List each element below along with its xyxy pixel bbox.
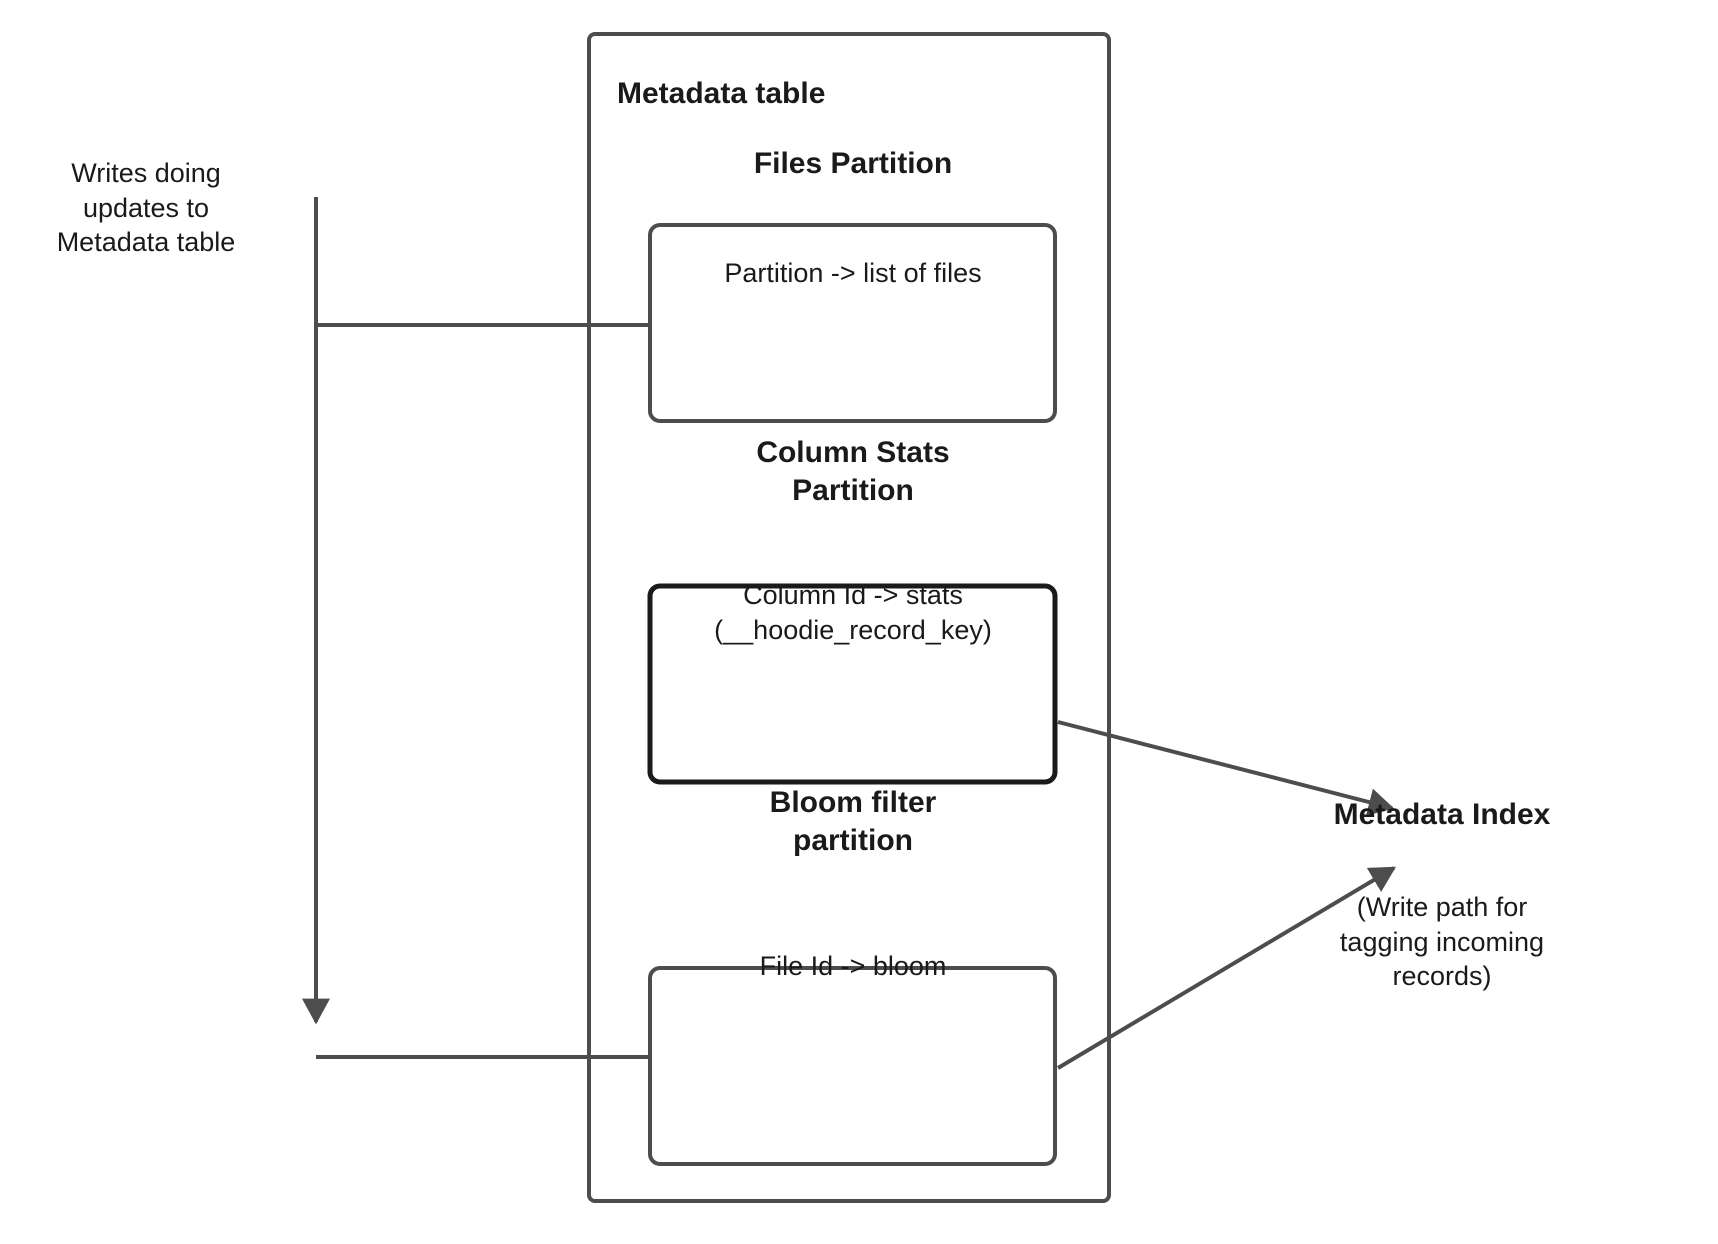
metadata-index-subtitle: (Write path for tagging incoming records… (1339, 892, 1545, 992)
column-stats-to-index-arrow (1057, 720, 1395, 816)
writes-label: Writes doing updates to Metadata table (56, 158, 236, 258)
column-stats-partition-box (647, 583, 1058, 785)
bloom-filter-to-index-arrow (1056, 866, 1397, 1070)
files-partition-box (648, 223, 1057, 423)
bloom-filter-partition-box (648, 966, 1057, 1166)
bloom-filter-partition-heading: Bloom filter partition (769, 786, 937, 858)
metadata-index-title: Metadata Index (1333, 798, 1551, 831)
files-partition-box-text: Partition -> list of files (724, 258, 982, 288)
files-partition-heading: Files Partition (753, 147, 953, 180)
metadata-table-container (587, 32, 1111, 1203)
bloom-filter-partition-box-text: File Id -> bloom (759, 951, 947, 981)
column-stats-partition-heading: Column Stats Partition (756, 436, 950, 508)
column-stats-partition-box-text: Column Id -> stats (__hoodie_record_key) (714, 580, 992, 645)
metadata-table-title: Metadata table (617, 77, 826, 110)
